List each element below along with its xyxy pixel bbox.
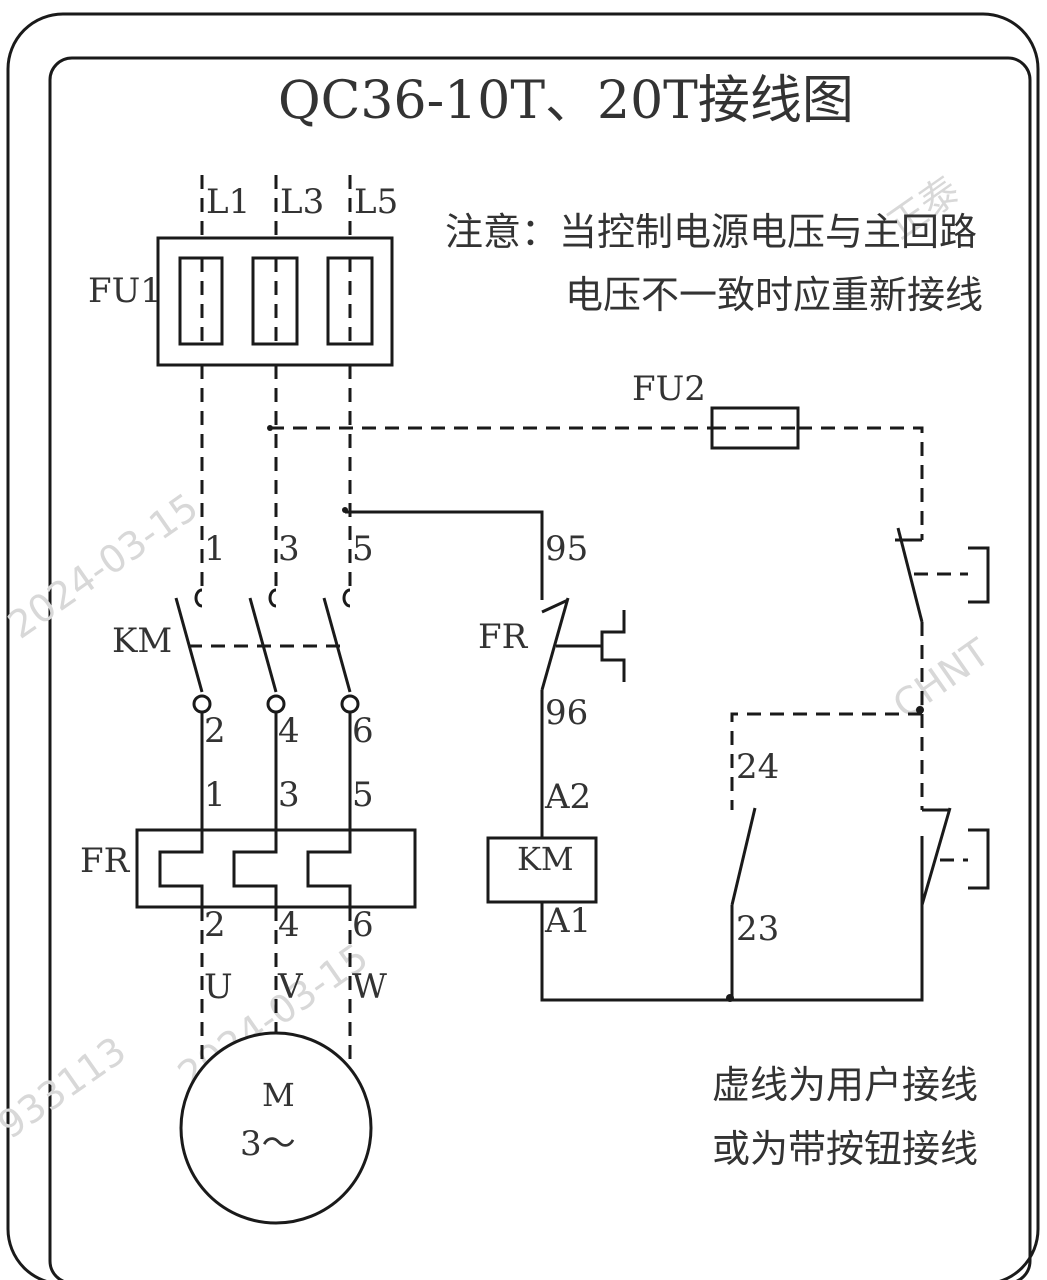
- stop-button-blade: [896, 527, 924, 623]
- label-FU2: FU2: [632, 369, 706, 409]
- km-terminal-6: [340, 694, 360, 714]
- km-contact-hook-2: [268, 588, 277, 608]
- watermark-chnt: CHNT: [885, 630, 998, 728]
- label-FR: FR: [80, 841, 131, 881]
- fr-out-4: 4: [278, 905, 300, 945]
- label-V: V: [277, 967, 304, 1007]
- fr-in-3: 3: [278, 775, 300, 815]
- km-aux-blade: [730, 807, 757, 906]
- junction-dot-fu2: [267, 425, 273, 431]
- km-contact-hook-1: [194, 588, 203, 608]
- footer-note-line-2: 或为带按钮接线: [712, 1127, 978, 1171]
- label-L3: L3: [280, 182, 324, 222]
- wire-phase3-to-95: [345, 510, 544, 600]
- fr-actuator-top: [600, 610, 626, 646]
- km-out-2: 2: [204, 711, 226, 751]
- terminal-A1: A1: [544, 901, 591, 941]
- terminal-95: 95: [545, 529, 588, 569]
- wire-to-24: [730, 712, 922, 810]
- fr-in-1: 1: [204, 775, 226, 815]
- fr-nc-stub: [541, 598, 569, 614]
- km-in-1: 1: [204, 529, 226, 569]
- km-terminal-2: [192, 694, 212, 714]
- km-out-4: 4: [278, 711, 300, 751]
- label-U: U: [204, 967, 233, 1007]
- km-contact-hook-3: [342, 588, 351, 608]
- km-terminal-4: [266, 694, 286, 714]
- terminal-A2: A2: [544, 777, 591, 817]
- fr-out-2: 2: [204, 905, 226, 945]
- label-W: W: [352, 967, 387, 1007]
- label-L5: L5: [354, 182, 398, 222]
- km-coil: [486, 836, 598, 904]
- inner-frame: [48, 56, 1032, 1280]
- terminal-24: 24: [736, 747, 779, 787]
- note-line-2: 电压不一致时应重新接线: [565, 273, 983, 317]
- label-KM-coil: KM: [517, 840, 574, 878]
- terminal-96: 96: [545, 693, 588, 733]
- motor-M: [179, 1031, 373, 1225]
- label-FU1: FU1: [88, 271, 162, 311]
- fuse-1: [178, 256, 224, 346]
- stop-button-head: [968, 546, 990, 604]
- watermark-number: 933113: [0, 1028, 134, 1147]
- label-L1: L1: [206, 182, 250, 222]
- watermark-date-1: 2024-03-15: [0, 485, 206, 648]
- km-out-6: 6: [352, 711, 374, 751]
- terminal-23: 23: [736, 909, 779, 949]
- motor-label-phases: 3～: [240, 1124, 296, 1164]
- wire-fu2-to-stop: [798, 426, 924, 540]
- junction-dot-24: [916, 706, 924, 714]
- junction-dot-95: [342, 507, 348, 513]
- label-FR-aux: FR: [478, 617, 529, 657]
- start-button-blade: [920, 807, 952, 906]
- fr-heater-2: [232, 830, 278, 907]
- fr-nc-blade: [540, 597, 570, 691]
- fr-heater-1: [158, 830, 204, 907]
- fr-actuator-bottom: [600, 646, 626, 682]
- fr-heater-3: [306, 830, 352, 907]
- outer-frame: [6, 12, 1040, 1280]
- label-KM: KM: [112, 621, 172, 661]
- start-button-head: [968, 828, 990, 890]
- motor-label-M: M: [262, 1076, 295, 1114]
- km-in-3: 3: [278, 529, 300, 569]
- diagram-title: QC36-10T、20T接线图: [278, 71, 854, 131]
- fr-out-6: 6: [352, 905, 374, 945]
- footer-note-line-1: 虚线为用户接线: [712, 1063, 978, 1107]
- note-line-1: 注意：当控制电源电压与主回路: [445, 210, 977, 254]
- fr-in-5: 5: [352, 775, 374, 815]
- km-in-5: 5: [352, 529, 374, 569]
